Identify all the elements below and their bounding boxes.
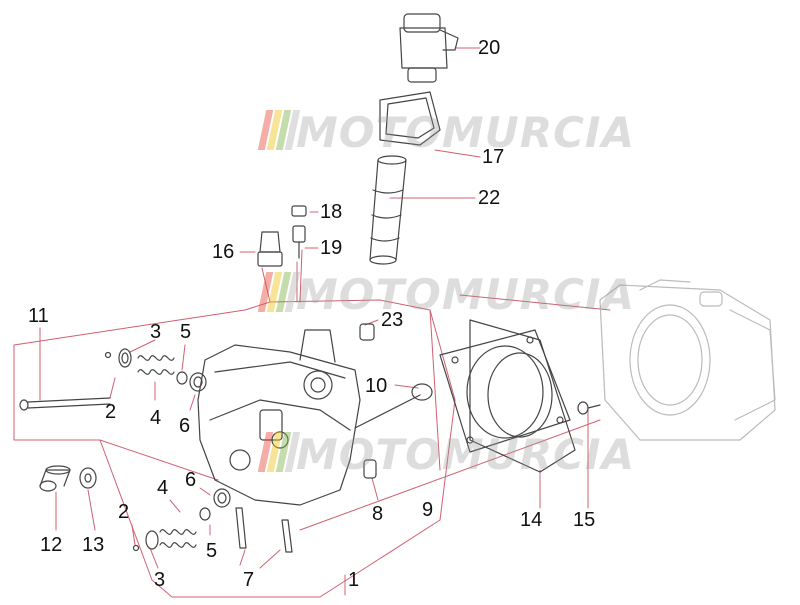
part-20-housing [399, 13, 459, 83]
upper-valve-set [104, 348, 207, 392]
part-23-plug [359, 323, 375, 341]
cylinder-block [599, 279, 776, 441]
watermark-text: MOTOMURCIA [296, 270, 636, 319]
leader-lines [13, 47, 611, 598]
part-19-sensor [292, 225, 306, 259]
part-7-dowels [235, 507, 293, 553]
label-part-3-upper: 3 [150, 321, 162, 343]
watermark-text: MOTOMURCIA [296, 430, 636, 479]
label-part-20: 20 [478, 37, 501, 59]
label-part-17: 17 [482, 146, 505, 168]
label-part-12: 12 [40, 534, 63, 556]
label-part-19: 19 [320, 237, 343, 259]
label-part-1: 1 [348, 569, 360, 591]
part-13-washer [79, 467, 97, 489]
label-part-5-upper: 5 [180, 321, 192, 343]
label-part-18: 18 [320, 201, 343, 223]
part-17-gasket [379, 91, 441, 146]
part-1-cylinder-head [197, 329, 361, 506]
lower-valve-set [132, 488, 231, 552]
label-part-2-lower: 2 [118, 501, 130, 523]
part-14-base-gasket [469, 319, 576, 473]
part-18-cap [291, 205, 307, 217]
part-10-valve [354, 383, 433, 429]
label-part-6-lower: 6 [185, 469, 197, 491]
label-part-22: 22 [478, 187, 501, 209]
label-part-5-lower: 5 [206, 540, 218, 562]
label-part-4-lower: 4 [157, 477, 169, 499]
label-part-8: 8 [372, 503, 384, 525]
label-part-2-upper: 2 [105, 401, 117, 423]
label-part-11: 11 [28, 305, 49, 327]
label-part-23: 23 [381, 309, 404, 331]
part-15-stud [577, 401, 601, 415]
label-part-13: 13 [82, 534, 105, 556]
label-part-6-upper: 6 [179, 415, 191, 437]
watermark-text: MOTOMURCIA [296, 108, 636, 157]
label-part-4-upper: 4 [150, 407, 162, 429]
label-part-10: 10 [365, 375, 388, 397]
part-11-bolt [19, 397, 111, 411]
part-8-pin [363, 459, 377, 479]
part-22-hose [369, 155, 407, 265]
label-part-3-lower: 3 [154, 569, 166, 591]
label-part-16: 16 [212, 241, 235, 263]
label-part-14: 14 [520, 509, 543, 531]
label-part-9: 9 [422, 499, 434, 521]
part-9-gasket [439, 329, 571, 453]
part-16-sensor [257, 231, 283, 267]
label-part-15: 15 [573, 509, 596, 531]
part-12-sleeve [39, 465, 71, 492]
label-part-7: 7 [243, 569, 255, 591]
